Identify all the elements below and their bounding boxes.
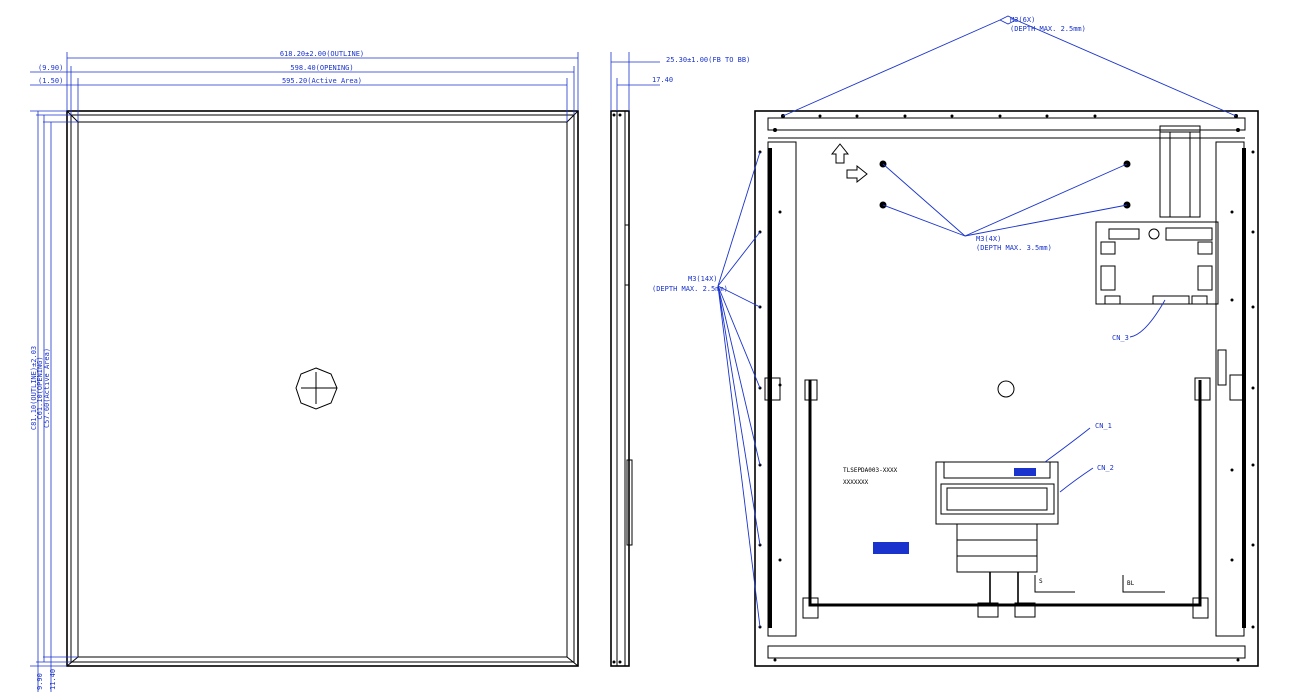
connector-cn3-label: CN_3 [1112,334,1129,342]
dim-inner-depth: 17.40 [652,76,673,84]
connector-board [935,461,1059,525]
dim-bottom-a: 9.90 [36,673,44,690]
connector-cn1-label: CN_1 [1095,422,1112,430]
dim-bottom-b: 11.40 [49,669,57,690]
front-bezel-inner [70,114,575,663]
dim-width-opening: 598.40(OPENING) [290,64,353,72]
front-left-dimensions: C81.10(OUTLINE)±2.03 C61.10(OPENING) C57… [30,110,78,692]
left-rail [767,141,797,637]
connector-cn2-label: CN_2 [1097,464,1114,472]
front-outline [66,110,579,667]
dim-height-outline: C81.10(OUTLINE)±2.03 [30,346,38,430]
callout-center-depth: (DEPTH MAX. 3.5mm) [976,244,1052,252]
dim-height-opening: C61.10(OPENING) [36,356,44,419]
callout-top: M3(6X) [1010,16,1035,24]
dim-thickness: 25.30±1.00(FB TO BB) [666,56,750,64]
callout-left-leaders [717,151,761,628]
callout-center: M3(4X) [976,235,1001,243]
callout-center-leaders [882,163,1128,237]
part-number: TLSEPDA003-XXXX [843,467,898,474]
callout-left-depth: (DEPTH MAX. 2.5mm) [652,285,728,293]
callout-top-depth: (DEPTH MAX. 2.5mm) [1010,25,1086,33]
front-view: 618.20±2.00(OUTLINE) 598.40(OPENING) 595… [30,50,579,692]
lot-code: XXXXXXX [843,479,869,486]
front-top-dimensions: 618.20±2.00(OUTLINE) 598.40(OPENING) 595… [30,50,579,122]
orientation-arrows [830,143,868,184]
rear-outline [754,110,1259,667]
callout-left: M3(14X) [688,275,718,283]
dim-margin-inner: (1.50) [38,77,63,85]
dim-height-active: C57.60(Active Area) [43,348,51,428]
dim-margin-outer: (9.90) [38,64,63,72]
label-bl: BL [1127,580,1135,587]
rear-view: M3(6X) (DEPTH MAX. 2.5mm) M3(14X) (DEPTH… [652,15,1259,667]
dim-width-outline: 618.20±2.00(OUTLINE) [280,50,364,58]
side-outline [610,110,630,667]
label-s: S [1039,578,1043,585]
center-mark [295,367,338,410]
side-view: 25.30±1.00(FB TO BB) 17.40 [610,52,750,667]
dim-width-active: 595.20(Active Area) [282,77,362,85]
interface-board [1095,221,1219,305]
front-active-area [77,121,568,658]
